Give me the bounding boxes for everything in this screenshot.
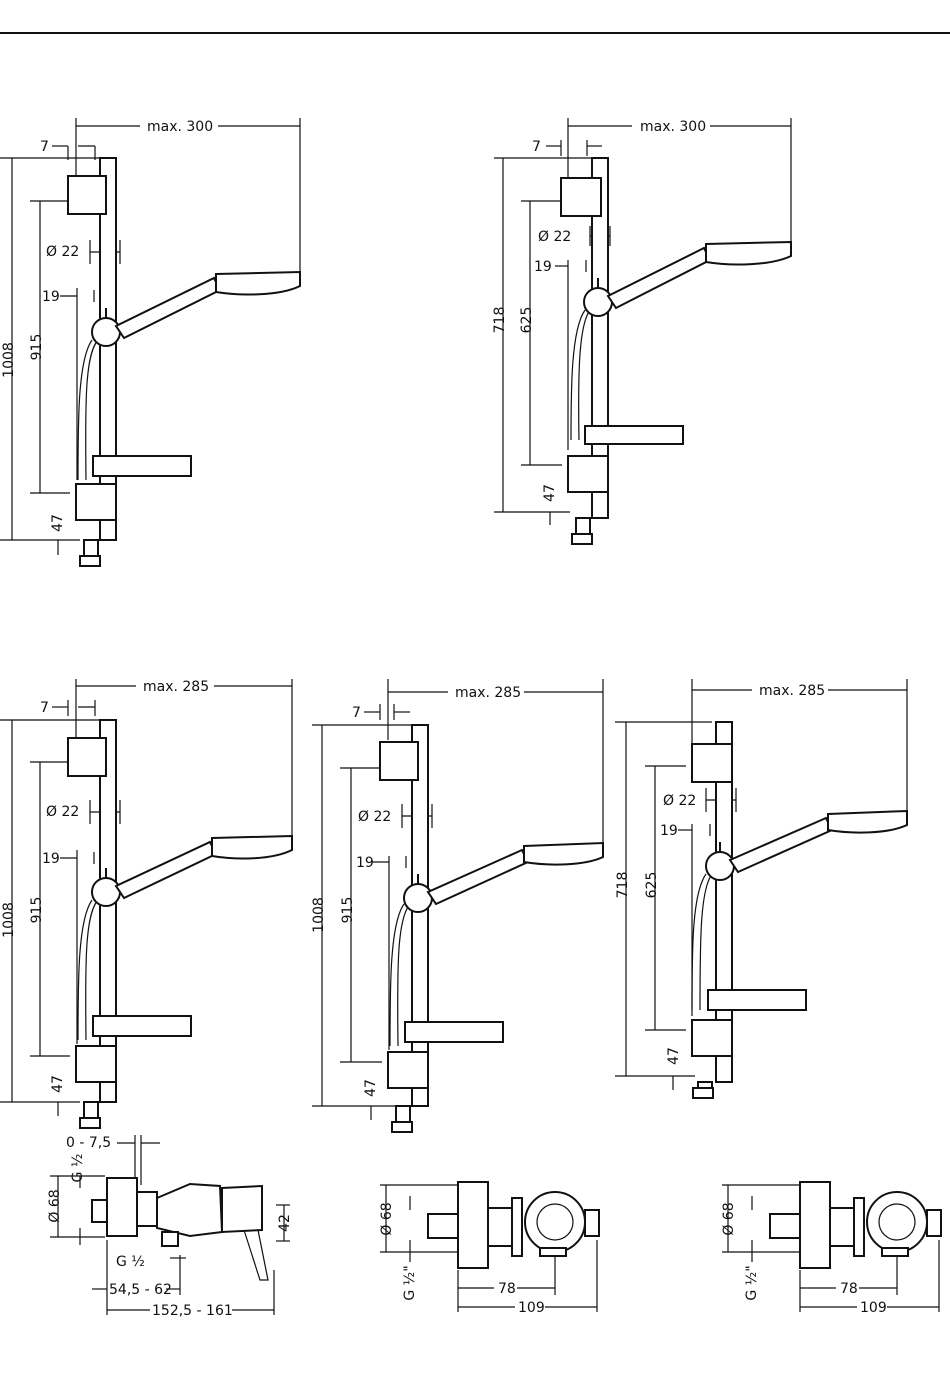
hose-offset-label: 19 <box>42 289 60 305</box>
mixer-height-label: 42 <box>277 1214 293 1232</box>
max-width-label: max. 285 <box>759 683 825 699</box>
inner-height-label: 625 <box>519 307 535 334</box>
total-height-label: 1008 <box>1 902 17 938</box>
total-height-label: 1008 <box>1 342 17 378</box>
rail-diameter-label: Ø 22 <box>663 793 696 809</box>
max-width-label: max. 285 <box>143 679 209 695</box>
valve-dim-a-label: 78 <box>498 1281 516 1297</box>
bottom-height-label: 47 <box>50 1075 66 1093</box>
mixer-dim-a-label: 54,5 - 62 <box>109 1282 172 1298</box>
valve-diameter-label: Ø 68 <box>721 1202 737 1235</box>
max-width-label: max. 300 <box>640 119 706 135</box>
hose-offset-label: 19 <box>534 259 552 275</box>
hose-offset-label: 19 <box>660 823 678 839</box>
mixer-diameter-label: Ø 68 <box>47 1189 63 1222</box>
valve-dim-a-label: 78 <box>840 1281 858 1297</box>
valve-dim-b-label: 109 <box>860 1300 887 1316</box>
rail-diameter-label: Ø 22 <box>46 244 79 260</box>
wall-offset-label: 7 <box>532 139 541 155</box>
wall-offset-label: 7 <box>40 139 49 155</box>
view-short-rail-285: max. 285 718 625 47 Ø 22 19 <box>615 679 907 1098</box>
view-long-rail-285-a: max. 285 7 1008 915 47 Ø 22 19 <box>0 679 292 1128</box>
inner-height-label: 915 <box>340 897 356 924</box>
valve-dim-b-label: 109 <box>518 1300 545 1316</box>
valve-drawing-b: Ø 68 G ½" 78 109 <box>721 1182 941 1316</box>
max-width-label: max. 285 <box>455 685 521 701</box>
max-width-label: max. 300 <box>147 119 213 135</box>
view-long-rail-300: max. 300 7 1008 915 47 Ø 22 19 <box>0 118 300 566</box>
wall-offset-label: 7 <box>40 700 49 716</box>
hose-offset-label: 19 <box>42 851 60 867</box>
valve-thread-label: G ½" <box>402 1265 418 1300</box>
view-short-rail-300: max. 300 7 718 625 47 Ø 22 19 <box>492 118 791 544</box>
view-long-rail-285-b: max. 285 7 1008 915 47 Ø 22 19 <box>311 679 603 1132</box>
total-height-label: 718 <box>615 872 631 899</box>
mixer-thread-top-label: G ½ <box>70 1154 86 1183</box>
bottom-height-label: 47 <box>542 484 558 502</box>
total-height-label: 718 <box>492 307 508 334</box>
rail-diameter-label: Ø 22 <box>358 809 391 825</box>
valve-diameter-label: Ø 68 <box>379 1202 395 1235</box>
mixer-dim-b-label: 152,5 - 161 <box>152 1303 233 1319</box>
inner-height-label: 915 <box>29 897 45 924</box>
mixer-thread-bottom-label: G ½ <box>116 1254 145 1270</box>
valve-thread-label: G ½" <box>744 1265 760 1300</box>
rail-diameter-label: Ø 22 <box>538 229 571 245</box>
wall-offset-label: 7 <box>352 705 361 721</box>
mixer-drawing: 0 - 7,5 G ½ Ø 68 G ½ 42 54,5 - 62 152,5 … <box>47 1135 293 1319</box>
bottom-height-label: 47 <box>50 514 66 532</box>
bottom-height-label: 47 <box>666 1047 682 1065</box>
inner-height-label: 915 <box>29 334 45 361</box>
rail-diameter-label: Ø 22 <box>46 804 79 820</box>
total-height-label: 1008 <box>311 897 327 933</box>
bottom-height-label: 47 <box>363 1079 379 1097</box>
hose-offset-label: 19 <box>356 855 374 871</box>
valve-drawing-a: Ø 68 G ½" 78 109 <box>379 1182 599 1316</box>
mixer-offset-label: 0 - 7,5 <box>66 1135 111 1151</box>
inner-height-label: 625 <box>644 872 660 899</box>
